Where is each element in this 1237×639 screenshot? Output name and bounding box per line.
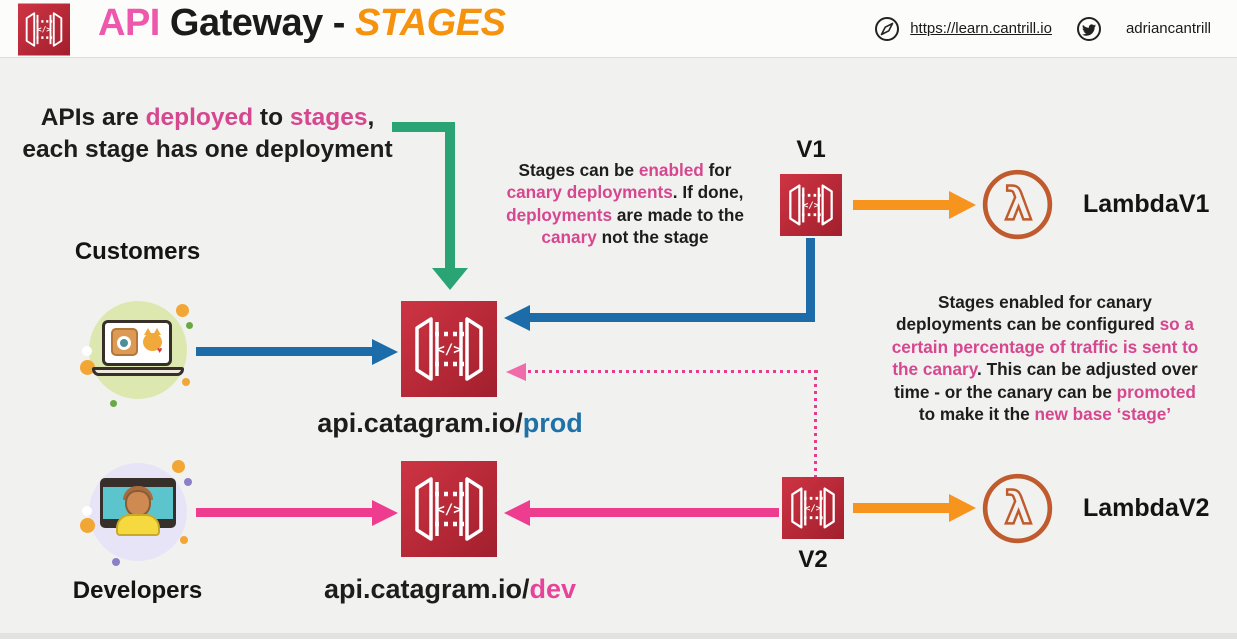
- api-gateway-v2-icon: [782, 477, 844, 539]
- deco-dot: [112, 558, 120, 566]
- lambda-v1-label: LambdaV1: [1083, 190, 1210, 218]
- arrow-v2-to-dev-head: [504, 500, 530, 526]
- deco-dot: [186, 322, 193, 329]
- deco-dot: [110, 400, 117, 407]
- header-bar: API Gateway - STAGES https://learn.cantr…: [0, 0, 1237, 58]
- compass-link-icon: [875, 16, 900, 41]
- deco-dot: [82, 346, 92, 356]
- header-links: https://learn.cantrill.io adriancantrill: [874, 0, 1211, 57]
- deploy-note: APIs are deployed to stages,each stage h…: [22, 104, 393, 163]
- bottom-strip: [0, 633, 1237, 639]
- arrow-v2-to-lambda2-head: [949, 494, 976, 522]
- arrow-developers-to-dev: [196, 508, 374, 517]
- deco-dot: [172, 460, 185, 473]
- arrow-customers-to-prod-head: [372, 339, 398, 365]
- course-url-link[interactable]: https://learn.cantrill.io: [910, 20, 1052, 37]
- arrow-v1-to-lambda1: [853, 200, 951, 210]
- deco-dot: [176, 304, 189, 317]
- arrow-v1-to-lambda1-head: [949, 191, 976, 219]
- deco-dot: [182, 378, 190, 386]
- twitter-icon: [1076, 16, 1101, 41]
- api-gateway-prod-icon: [401, 301, 497, 397]
- arrow-v2-to-dev: [529, 508, 779, 517]
- lambda-v1-icon: [980, 167, 1055, 242]
- title-gateway: Gateway -: [159, 2, 355, 44]
- deco-dot: [80, 360, 95, 375]
- arrow-deploy-horizontal: [392, 122, 455, 132]
- laptop-base: [92, 367, 184, 376]
- title-api: API: [98, 2, 160, 44]
- canary-dotted-head: [506, 363, 526, 381]
- lambda-v2-icon: [980, 471, 1055, 546]
- api-gateway-icon: [18, 2, 70, 57]
- prod-stage-url: api.catagram.io/prod: [317, 408, 583, 438]
- v2-label: V2: [798, 546, 828, 573]
- api-gateway-v1-icon: [780, 174, 842, 236]
- dev-stage-url: api.catagram.io/dev: [323, 574, 577, 604]
- arrow-v1-to-prod-vertical: [806, 238, 815, 322]
- arrow-deploy-head: [432, 268, 468, 290]
- deco-dot: [184, 478, 192, 486]
- deco-dot: [82, 506, 92, 516]
- lambda-v2-label: LambdaV2: [1083, 494, 1210, 522]
- twitter-handle: adriancantrill: [1125, 20, 1211, 37]
- arrow-v1-to-prod-head: [504, 305, 530, 331]
- customers-label: Customers: [74, 238, 201, 265]
- arrow-deploy-vertical: [445, 122, 455, 269]
- deco-dot: [180, 536, 188, 544]
- heart-icon: ♥: [157, 345, 163, 355]
- api-gateway-dev-icon: [401, 461, 497, 557]
- customers-graphic: ♥: [80, 294, 200, 414]
- cat-icon: [143, 328, 162, 351]
- customer-laptop-icon: ♥: [102, 320, 172, 366]
- developers-graphic: [80, 456, 200, 576]
- deco-dot: [80, 518, 95, 533]
- title-stages: STAGES: [355, 2, 506, 44]
- arrow-v1-to-prod-horizontal: [529, 313, 815, 322]
- instagram-app-icon: [111, 328, 138, 356]
- canary-dotted-horizontal: [528, 370, 818, 373]
- canary-dotted-vertical: [814, 370, 817, 478]
- arrow-developers-to-dev-head: [372, 500, 398, 526]
- arrow-v2-to-lambda2: [853, 503, 951, 513]
- arrow-customers-to-prod: [196, 347, 374, 356]
- developers-label: Developers: [72, 577, 203, 604]
- page-title: API Gateway - STAGES: [98, 2, 506, 45]
- v1-label: V1: [796, 136, 826, 163]
